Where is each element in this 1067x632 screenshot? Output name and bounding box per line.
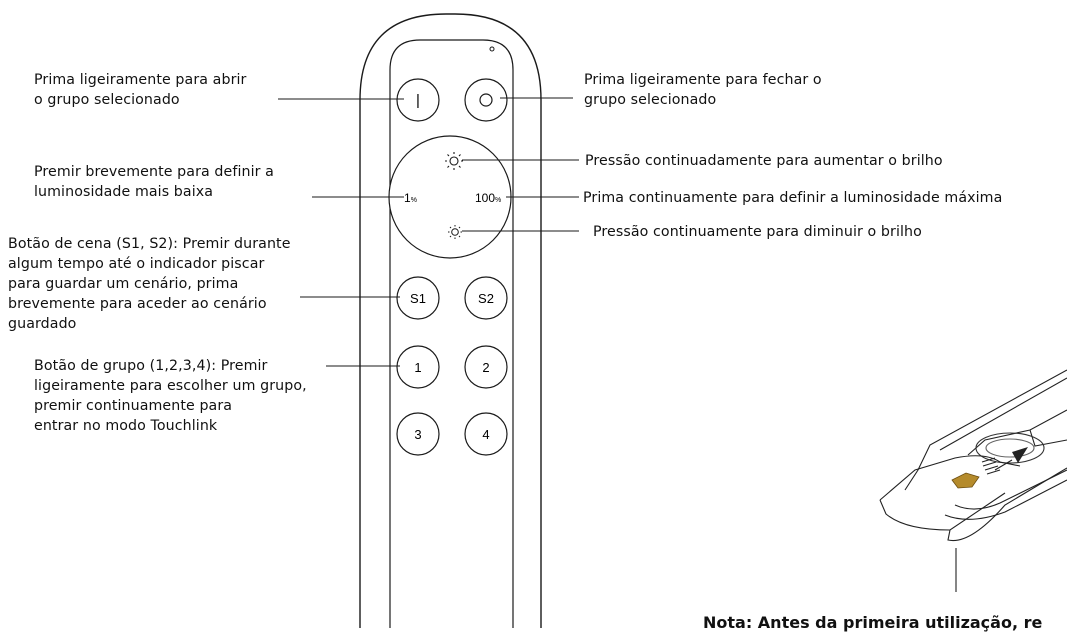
battery-cell-inner <box>985 438 1035 458</box>
scene-s2-label: S2 <box>478 291 494 306</box>
callout-group-buttons: Botão de grupo (1,2,3,4): Premir ligeira… <box>34 358 307 434</box>
compartment-wall <box>967 409 1067 456</box>
on-button[interactable] <box>396 78 440 122</box>
group-1-button[interactable] <box>396 345 440 389</box>
off-button-symbol <box>479 93 493 107</box>
group-4-button[interactable] <box>464 412 508 456</box>
finger-grip-icon <box>951 472 980 489</box>
min-brightness-number: 1 <box>404 191 411 205</box>
cover-top <box>879 455 1021 501</box>
group-1-label: 1 <box>414 360 421 375</box>
arrow-line <box>994 459 1013 471</box>
group-2-button[interactable] <box>464 345 508 389</box>
max-brightness-number: 100 <box>475 191 495 205</box>
arrow-head-icon <box>1012 447 1028 463</box>
note-text: Nota: Antes da primeira utilização, re <box>703 613 1043 632</box>
tab-ridges <box>981 457 1001 475</box>
base-outline <box>904 369 1067 491</box>
battery-cover-illustration <box>879 369 1067 592</box>
min-brightness-label[interactable]: 1% <box>404 191 417 205</box>
remote-outer-shell <box>359 13 542 628</box>
callout-max-brightness: Prima continuamente para definir a lumin… <box>583 190 1003 206</box>
cover-edge <box>947 467 1067 542</box>
remote-inner-panel <box>389 39 514 628</box>
scene-s1-button[interactable] <box>396 276 440 320</box>
scene-s1-label: S1 <box>410 291 426 306</box>
callout-scene-buttons: Botão de cena (S1, S2): Premir durante a… <box>8 236 291 332</box>
callout-brightness-up: Pressão continuadamente para aumentar o … <box>585 153 943 169</box>
brightness-down-sun-icon[interactable] <box>448 225 462 239</box>
group-3-button[interactable] <box>396 412 440 456</box>
callout-on-button: Prima ligeiramente para abrir o grupo se… <box>34 72 247 108</box>
on-button-label: | <box>416 92 420 109</box>
group-2-label: 2 <box>482 360 489 375</box>
callout-brightness-down: Pressão continuamente para diminuir o br… <box>593 224 922 240</box>
max-percent-sign: % <box>495 197 501 204</box>
base-edge <box>939 377 1067 451</box>
callout-min-brightness: Premir brevemente para definir a luminos… <box>34 164 274 200</box>
off-button[interactable] <box>464 78 508 122</box>
cover-front <box>879 492 1006 531</box>
brightness-up-sun-icon[interactable] <box>445 152 463 170</box>
base-bottom-inner <box>954 469 1067 510</box>
scene-s2-button[interactable] <box>464 276 508 320</box>
group-3-label: 3 <box>414 427 421 442</box>
battery-cell <box>975 432 1045 464</box>
group-4-label: 4 <box>482 427 489 442</box>
min-percent-sign: % <box>411 197 417 204</box>
max-brightness-label[interactable]: 100% <box>475 191 501 205</box>
callout-off-button: Prima ligeiramente para fechar o grupo s… <box>584 72 822 108</box>
base-bottom <box>944 479 1067 520</box>
indicator-led <box>489 46 495 52</box>
compartment-slot <box>1029 429 1067 447</box>
